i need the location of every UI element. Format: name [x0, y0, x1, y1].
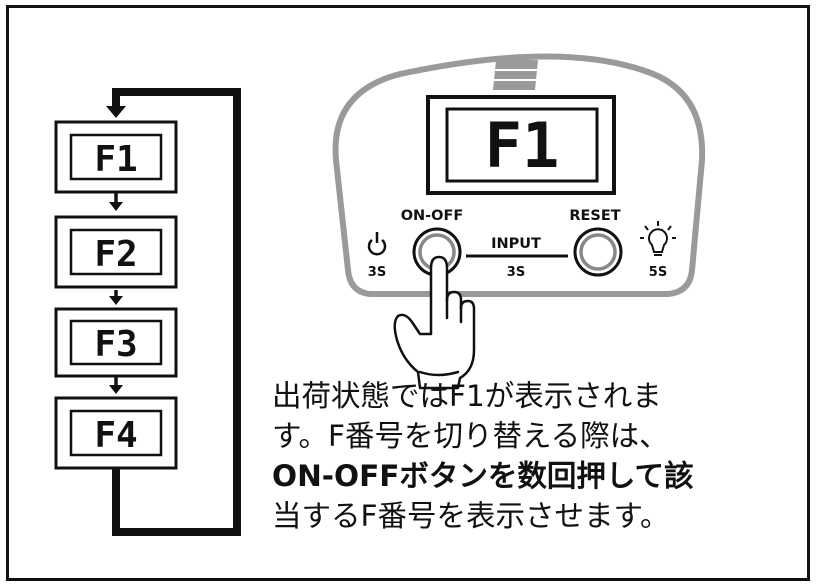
device-screen-text: F1	[485, 109, 560, 182]
pointing-hand-icon	[393, 255, 476, 390]
power-icon	[367, 232, 387, 256]
description-line-1: 出荷状態ではF1が表示されま	[272, 379, 662, 413]
flow-display-f1: F1	[54, 120, 178, 194]
flow-display-f2: F2	[54, 215, 178, 289]
flow-arrows	[109, 193, 123, 394]
flow-display-f2-text: F2	[94, 234, 137, 275]
description-line-4: 当するF番号を表示させます。	[272, 499, 670, 533]
flow-display-f3: F3	[54, 307, 178, 378]
reset-button[interactable]	[573, 227, 623, 277]
description-text: 出荷状態ではF1が表示されま す。F番号を切り替える際は、 ON-OFFボタンを…	[272, 376, 802, 536]
description-line-2: す。F番号を切り替える際は、	[272, 419, 669, 453]
input-hold-label: 3S	[507, 265, 525, 280]
flow-loop	[112, 88, 241, 536]
flow-display-f4: F4	[54, 396, 178, 470]
flow-display-f4-text: F4	[94, 415, 137, 456]
reset-label: RESET	[569, 208, 620, 224]
device-top-mark	[493, 60, 538, 90]
reset-hold-label: 5S	[649, 265, 667, 280]
flow-arrow-top	[106, 106, 126, 118]
device-screen: F1	[426, 95, 616, 195]
power-hold-label: 3S	[368, 265, 386, 280]
light-bulb-icon	[640, 221, 676, 256]
on-off-label: ON-OFF	[401, 208, 464, 224]
input-label: INPUT	[491, 236, 541, 252]
description-line-3: ON-OFFボタンを数回押して該	[272, 459, 694, 493]
flow-display-f1-text: F1	[94, 139, 137, 180]
flow-display-f3-text: F3	[94, 324, 137, 365]
